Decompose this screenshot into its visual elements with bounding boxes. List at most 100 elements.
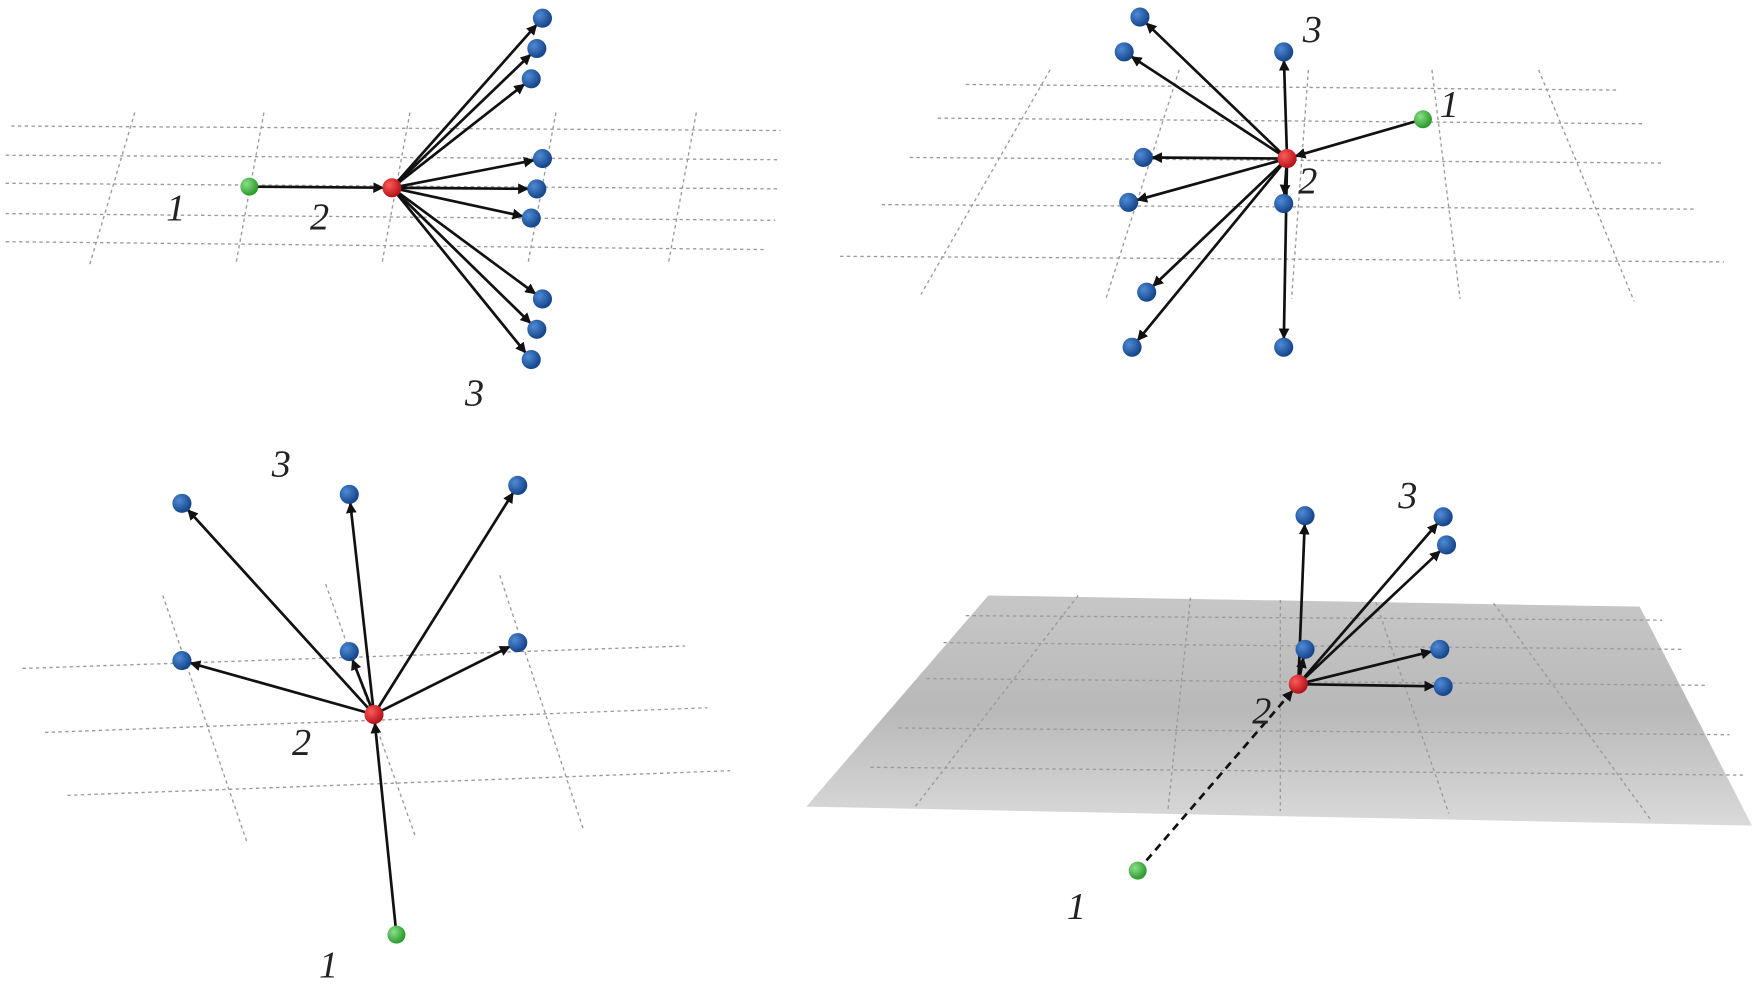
edge-hub-to-leaf	[346, 502, 376, 715]
leaf-node	[1274, 193, 1294, 214]
edge-hub-to-leaf	[1130, 55, 1288, 160]
grid-line	[937, 117, 1646, 125]
grid-line	[89, 112, 136, 265]
grid-line	[11, 125, 781, 132]
leaf-node	[532, 8, 552, 28]
edge-hub-to-leaf	[189, 660, 375, 716]
grid-line	[1105, 69, 1180, 299]
leaf-node	[1133, 147, 1153, 167]
edge-hub-to-leaf	[391, 186, 524, 220]
hub-node	[382, 178, 402, 198]
grid-line	[1290, 69, 1310, 300]
edge-hub-to-leaf	[1136, 157, 1289, 342]
edge-hub-to-leaf	[1297, 550, 1441, 686]
leaf-node	[339, 484, 359, 504]
label-leaves: 3	[464, 373, 484, 415]
edge-hub-to-leaf	[391, 156, 535, 190]
source-node	[1413, 110, 1432, 129]
leaf-node	[172, 493, 192, 513]
source-node	[240, 177, 259, 196]
grid-line	[943, 641, 1685, 651]
edges	[186, 22, 1441, 935]
grid-line	[5, 212, 775, 222]
label-source: 1	[319, 944, 338, 986]
edge-hub-to-leaf	[1136, 157, 1288, 203]
grid-line	[870, 766, 1747, 776]
edge-source-to-hub	[249, 182, 385, 194]
ground-plane	[806, 595, 1753, 826]
leaf-node	[527, 319, 547, 339]
grid-line	[5, 182, 781, 190]
leaf-node	[1137, 282, 1157, 302]
grid-line	[5, 154, 781, 161]
grid-line	[840, 255, 1724, 263]
leaf-node	[1295, 506, 1315, 526]
leaf-node	[1274, 337, 1294, 357]
leaf-node	[172, 651, 192, 671]
edge-hub-to-leaf	[1278, 158, 1290, 340]
edge-source-to-hub	[370, 722, 398, 935]
grid-line	[1431, 69, 1461, 300]
leaf-node	[521, 208, 541, 228]
edge-hub-to-leaf	[1298, 680, 1436, 692]
edge-hub-to-leaf	[351, 658, 376, 715]
leaf-node	[1119, 192, 1139, 212]
hub-node	[1288, 674, 1308, 694]
leaf-node	[532, 289, 552, 309]
edge-hub-to-leaf	[1297, 522, 1439, 686]
leaf-node	[1114, 42, 1134, 62]
label-source: 1	[166, 187, 185, 229]
grid-line	[965, 614, 1663, 621]
leaf-node	[527, 38, 547, 59]
leaf-node	[521, 69, 541, 89]
grid-line	[965, 83, 1618, 91]
grid-line	[325, 583, 417, 838]
leaf-node	[1130, 7, 1150, 27]
edge-hub-to-leaf	[1297, 648, 1433, 686]
grid-line	[499, 575, 585, 832]
grid-line	[1493, 602, 1652, 821]
hub-node	[364, 704, 384, 725]
grid-line	[909, 156, 1663, 164]
label-hub: 2	[292, 722, 311, 764]
hub-node	[1277, 149, 1297, 169]
edge-hub-to-leaf	[391, 53, 532, 189]
label-hub: 2	[1252, 690, 1271, 732]
edge-hub-to-leaf	[1278, 59, 1290, 159]
edge-hub-to-leaf	[391, 183, 529, 195]
leaf-node	[1122, 337, 1142, 357]
leaf-node	[1433, 676, 1453, 696]
leaf-node	[1295, 639, 1315, 659]
label-hub: 2	[1298, 160, 1317, 202]
edge-hub-to-leaf	[373, 645, 511, 716]
edge-source-to-hub	[1294, 117, 1424, 159]
leaf-node	[1430, 639, 1450, 659]
edge-hub-to-leaf	[391, 186, 532, 324]
nodes	[172, 7, 1457, 944]
label-leaves: 3	[271, 443, 291, 485]
edge-hub-to-leaf	[391, 186, 537, 295]
edge-hub-to-leaf	[1152, 157, 1288, 288]
grid-line	[926, 677, 1708, 686]
leaf-node	[532, 149, 552, 169]
grid-line	[1538, 69, 1635, 302]
label-leaves: 3	[1302, 9, 1322, 51]
edge-hub-to-leaf	[390, 24, 538, 189]
leaf-node	[508, 475, 528, 495]
leaf-node	[1433, 507, 1453, 527]
edge-hub-to-leaf	[1151, 152, 1288, 163]
edge-hub-to-leaf	[1145, 22, 1288, 160]
source-node	[1128, 861, 1147, 880]
leaf-node	[508, 633, 528, 653]
label-source: 1	[1440, 84, 1459, 126]
grid-line	[162, 595, 248, 843]
leaf-node	[339, 642, 359, 662]
leaf-node	[521, 350, 541, 370]
leaf-node	[527, 179, 547, 199]
grid-line	[67, 769, 731, 797]
source-node	[387, 925, 406, 944]
grid-line	[667, 112, 697, 265]
leaf-node	[1436, 535, 1457, 555]
